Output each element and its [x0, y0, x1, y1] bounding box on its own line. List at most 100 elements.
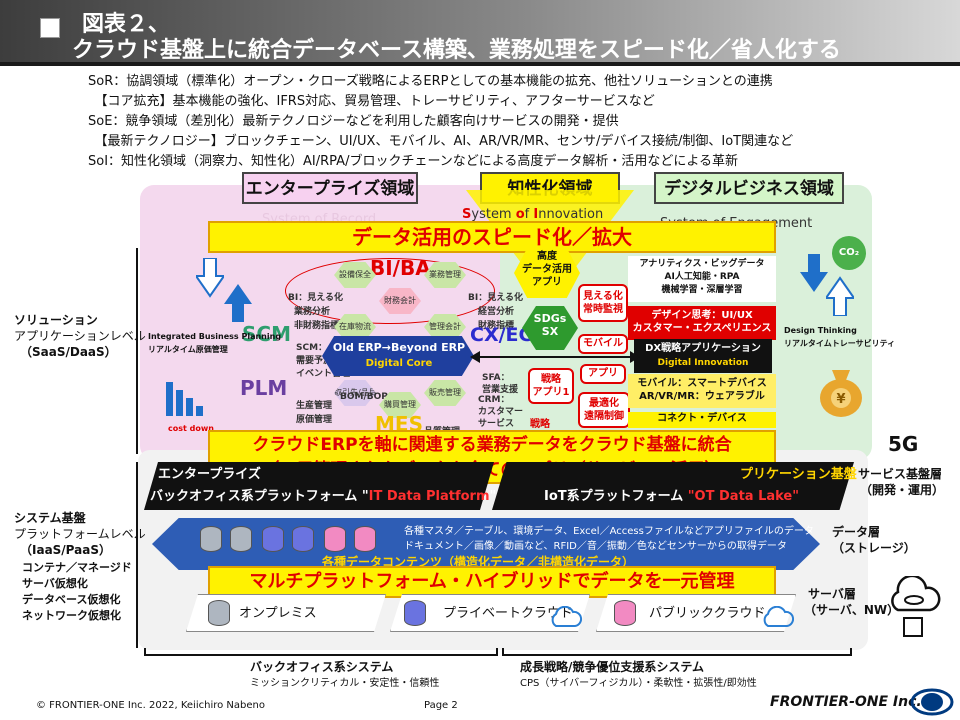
- backoffice-system-title: バックオフィス系システム: [250, 660, 394, 674]
- scm-line-2: 需要予測: [296, 356, 333, 366]
- server-cylinder-icon: [614, 600, 636, 626]
- right-row-2: 財務指標: [478, 321, 515, 331]
- strategy-cut-label: 戦略: [530, 419, 550, 430]
- growth-system-sub: CPS（サイバーフィジカル）・柔軟性・拡張性/即効性: [520, 678, 757, 689]
- data-line-1: 各種マスタ／テーブル、環境データ、Excel／Accessファイルなどアプリファ…: [404, 526, 814, 537]
- cloud-icon: [548, 605, 583, 628]
- speed-banner: データ活用のスピード化／拡大: [208, 221, 776, 253]
- network-virt-label: ネットワーク仮想化: [22, 609, 121, 622]
- dx-line-1: DX戦略アプリケーション: [645, 343, 761, 354]
- fiveg-label: 5G: [888, 432, 919, 456]
- backoffice-platform-bar: [144, 462, 494, 510]
- server-layer-sub: （サーバ、NW）: [804, 603, 900, 617]
- growth-bracket: [502, 648, 852, 656]
- cloud-server-icon: [886, 574, 942, 640]
- left-bracket-top: [136, 248, 140, 454]
- dx-box: [634, 339, 772, 373]
- double-arrow-icon: [470, 348, 640, 363]
- digital-core-hex: [322, 336, 474, 376]
- server-layer-label: サーバ層: [808, 587, 856, 601]
- co2-badge-icon: CO₂: [832, 236, 866, 270]
- intro-sor: SoR：協調領域（標準化）オープン・クローズ戦略によるERPとしての基本機能の拡…: [88, 74, 773, 89]
- hex-inventory: 在庫物流: [334, 314, 376, 340]
- svg-text:¥: ¥: [836, 392, 845, 407]
- data-line-2: ドキュメント／画像／動画など、RFID／音／振動／色などセンサーからの取得データ: [404, 541, 787, 552]
- bi-right-label: BI：見える化: [468, 293, 523, 303]
- figure-label: 図表２、: [82, 12, 171, 37]
- database-cylinder-icon: [230, 526, 252, 552]
- app-box: アプリ: [580, 364, 626, 384]
- db-virt-label: データベース仮想化: [22, 593, 121, 606]
- data-layer-sub: （ストレージ）: [832, 541, 916, 555]
- cloud-icon: [760, 605, 795, 628]
- mobile-box: モバイル: [578, 334, 628, 354]
- right-row-1: 経営分析: [478, 307, 515, 317]
- core-line-2: Digital Core: [365, 358, 433, 369]
- service-layer-sub: （開発・運用）: [860, 483, 945, 497]
- intro-soe: SoE：競争領域（差別化）最新テクノロジーなどを利用した顧客向けサービスの開発・…: [88, 114, 619, 129]
- design-thinking-label: Design Thinking: [784, 326, 857, 335]
- digital-domain-label: デジタルビジネス領域: [654, 172, 844, 204]
- crm-line-2: カスタマー: [478, 407, 524, 417]
- data-contents-label: 各種データコンテンツ（構造化データ／非構造化データ）: [322, 555, 635, 569]
- database-cylinder-icon: [262, 526, 284, 552]
- visible-monitor-box: 見える化常時監視: [578, 284, 628, 322]
- hex-purchasing: 購買管理: [379, 392, 421, 418]
- right-up-arrow-icon: [824, 276, 856, 317]
- enterprise-domain-label: エンタープライズ領域: [242, 172, 418, 204]
- database-cylinder-icon: [200, 526, 222, 552]
- growth-system-title: 成長戦略/競争優位支援系システム: [520, 660, 705, 674]
- company-logo-icon: [910, 688, 954, 716]
- title-bullet-square: [40, 18, 60, 38]
- plm-title: PLM: [240, 376, 288, 400]
- iot-platform-bar: [492, 462, 854, 510]
- data-layer-label: データ層: [832, 525, 881, 539]
- bi-ellipse: [285, 258, 495, 324]
- crm-line-1: CRM：: [478, 395, 510, 405]
- server-virt-label: サーバ仮想化: [22, 577, 88, 590]
- intro-sor-core: 【コア拡充】基本機能の強化、IFRS対応、貿易管理、トレーサビリティ、アフターサ…: [88, 94, 655, 109]
- solution-level-label: アプリケーションレベル: [14, 329, 146, 343]
- right-down-arrow-icon: [800, 254, 828, 294]
- hex-managerial: 管理会計: [424, 314, 466, 340]
- server-cylinder-icon: [404, 600, 426, 626]
- scm-line-3: イベント管理: [296, 369, 351, 379]
- strategy-app-box: 戦略アプリ1: [528, 368, 574, 404]
- advanced-data-hex: 高度データ活用アプリ: [514, 248, 580, 298]
- database-cylinder-icon: [292, 526, 314, 552]
- app-platform-label: プリケーション基盤: [740, 467, 857, 482]
- core-line-1: Old ERP→Beyond ERP: [332, 341, 466, 354]
- copyright: © FRONTIER-ONE Inc. 2022, Keiichiro Nabe…: [36, 700, 265, 711]
- hex-equipment: 設備保全: [334, 262, 376, 288]
- production-label: 生産管理: [296, 401, 333, 411]
- company-logo-text: FRONTIER-ONE Inc.: [770, 694, 922, 710]
- page-number: Page 2: [424, 700, 458, 711]
- hex-finance: 財務会計: [379, 288, 421, 314]
- cost-down-chart-icon: [164, 378, 212, 420]
- traceability-label: リアルタイムトレーサビリティ: [784, 339, 896, 348]
- page-title: クラウド基盤上に統合データベース構築、業務処理をスピード化／省人化する: [72, 38, 841, 63]
- crm-line-3: サービス: [478, 419, 515, 429]
- realtime-cost-label: リアルタイム原価管理: [148, 345, 228, 354]
- scm-line-1: SCM：: [296, 343, 328, 353]
- soi-label: System of Innovation: [462, 207, 604, 222]
- up-arrow-icon: [224, 282, 252, 322]
- container-label: コンテナ／マネージド: [22, 561, 132, 574]
- backoffice-system-sub: ミッションクリティカル・安定性・信頼性: [250, 678, 440, 689]
- hex-operations: 業務管理: [424, 262, 466, 288]
- system-label: システム基盤: [14, 511, 86, 525]
- connect-device-box: コネクト・デバイス: [628, 412, 776, 428]
- solution-label: ソリューション: [14, 313, 98, 327]
- left-row-2: 非財務指標: [294, 321, 340, 331]
- title-bar: [0, 0, 960, 66]
- bi-left-label: BI：見える化: [288, 293, 343, 303]
- iot-platform-label: IoT系プラットフォーム "OT Data Lake": [544, 489, 800, 504]
- iaas-label: （IaaS/PaaS）: [20, 543, 111, 557]
- left-bracket-bottom: [136, 462, 140, 648]
- cx-ec-title: CX/EC: [470, 324, 533, 346]
- optimize-box: 最適化遠隔制御: [578, 392, 630, 428]
- money-bag-icon: ¥: [818, 364, 864, 418]
